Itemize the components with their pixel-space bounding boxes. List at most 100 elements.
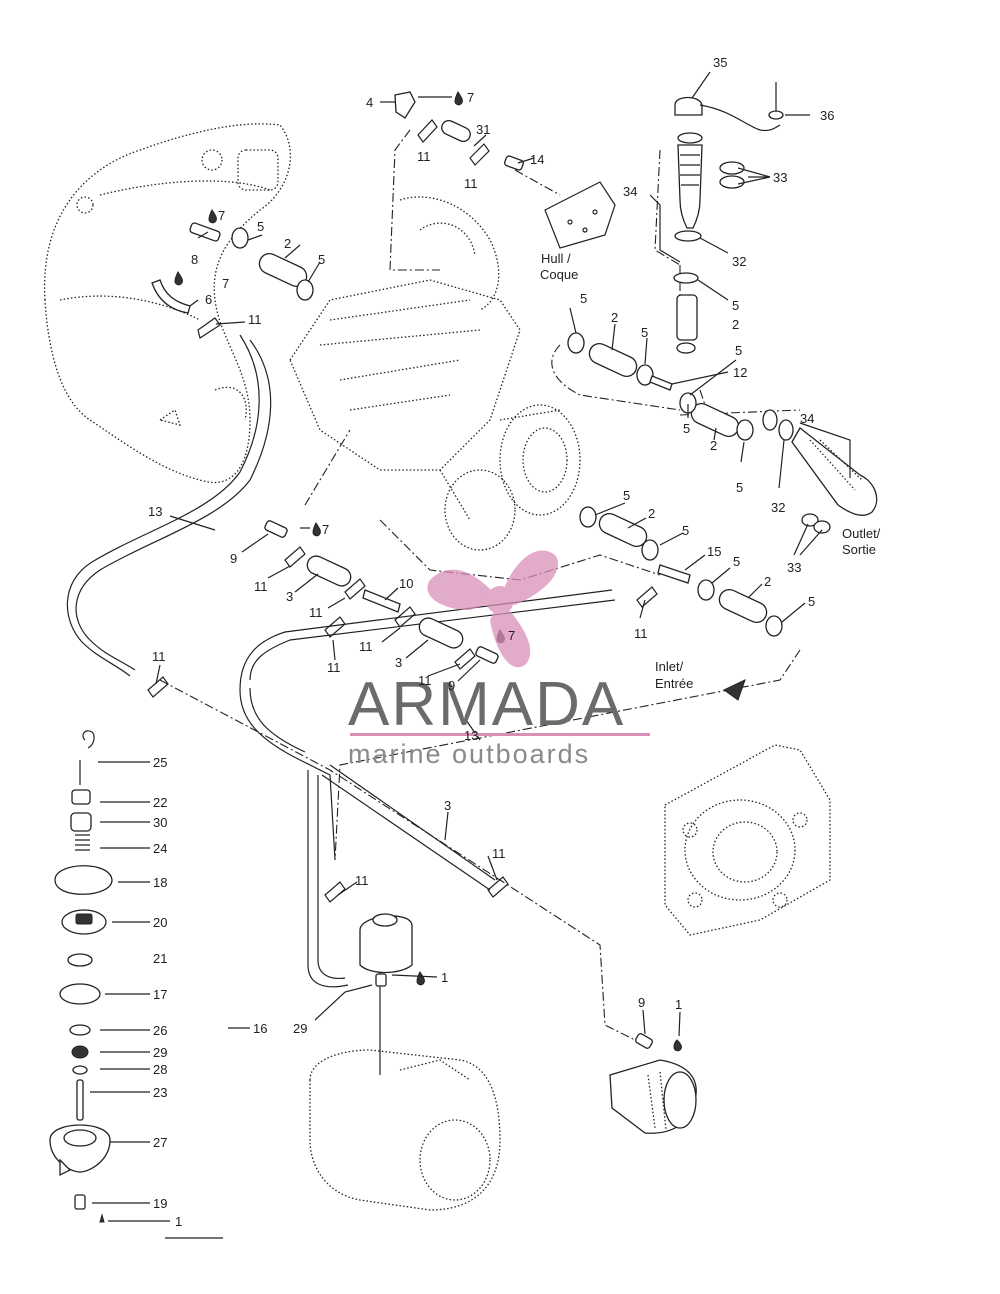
- callout: 34: [800, 411, 814, 426]
- hose-clamps: [231, 227, 783, 637]
- callout: 5: [682, 523, 689, 538]
- callout: 23: [153, 1085, 167, 1100]
- callout: 21: [153, 951, 167, 966]
- callout: 20: [153, 915, 167, 930]
- callout: 25: [153, 755, 167, 770]
- callout: 19: [153, 1196, 167, 1211]
- callout: 4: [366, 95, 373, 110]
- callout: 11: [417, 149, 431, 164]
- hull-label: Hull /: [541, 251, 571, 266]
- callout: 11: [254, 579, 268, 594]
- callout: 5: [257, 219, 264, 234]
- callout: 8: [191, 252, 198, 267]
- callout: 12: [733, 365, 747, 380]
- brand-tagline: marine outboards: [348, 739, 590, 769]
- callout: 11: [464, 176, 478, 191]
- callout: 1: [175, 1214, 182, 1229]
- callout: 11: [355, 873, 369, 888]
- coque-label: Coque: [540, 267, 578, 282]
- callout: 1: [441, 970, 448, 985]
- callout: 32: [771, 500, 785, 515]
- callout: 2: [648, 506, 655, 521]
- callout: 9: [448, 678, 455, 693]
- callout: 5: [733, 554, 740, 569]
- callout: 24: [153, 841, 167, 856]
- callout: 10: [399, 576, 413, 591]
- inlet-label: Inlet/: [655, 659, 684, 674]
- filter-bowl: [359, 913, 413, 1075]
- callout: 11: [309, 605, 323, 620]
- hose-13-centre: [239, 589, 616, 988]
- inlet-direction-arrow: [723, 679, 746, 701]
- callout: 9: [638, 995, 645, 1010]
- callout: 30: [153, 815, 167, 830]
- exhaust-manifold: [43, 123, 292, 484]
- callout: 18: [153, 875, 167, 890]
- callout: 9: [230, 551, 237, 566]
- callout: 11: [248, 312, 262, 327]
- fuel-filter-housing: [309, 1049, 501, 1211]
- propeller-logo: [427, 550, 559, 668]
- callout: 5: [808, 594, 815, 609]
- callout: 2: [764, 574, 771, 589]
- callout: 36: [820, 108, 834, 123]
- outlet-label: Outlet/: [842, 526, 881, 541]
- brand-name: ARMADA: [348, 670, 625, 739]
- hull-fitting-plate: [544, 181, 616, 249]
- callout: 14: [530, 152, 544, 167]
- callout: 28: [153, 1062, 167, 1077]
- callout: 5: [736, 480, 743, 495]
- callout: 11: [418, 673, 432, 688]
- callout: 2: [611, 310, 618, 325]
- spring-clips: [147, 119, 658, 903]
- callout: 3: [395, 655, 402, 670]
- callout: 33: [787, 560, 801, 575]
- callout: 11: [152, 649, 166, 664]
- callout: 34: [623, 184, 637, 199]
- text-labels: Hull / Coque Outlet/ Sortie Inlet/ Entré…: [540, 251, 881, 691]
- bailer-assembly: [674, 82, 784, 242]
- outlet-nozzle: [762, 409, 878, 534]
- brand-rule: [350, 733, 650, 736]
- callout: 11: [327, 660, 341, 675]
- callout: 2: [710, 438, 717, 453]
- callout: 7: [508, 628, 515, 643]
- callout: 29: [153, 1045, 167, 1060]
- callout: 29: [293, 1021, 307, 1036]
- callout: 16: [253, 1021, 267, 1036]
- engine-block: [289, 196, 581, 551]
- callout: 5: [732, 298, 739, 313]
- leader-lines: [90, 71, 851, 1239]
- callout: 22: [153, 795, 167, 810]
- callout: 1: [675, 997, 682, 1012]
- entree-label: Entrée: [655, 676, 693, 691]
- hose-segments: [258, 119, 768, 649]
- callout: 11: [492, 846, 506, 861]
- callout: 26: [153, 1023, 167, 1038]
- callout: 3: [444, 798, 451, 813]
- callout: 2: [284, 236, 291, 251]
- callout: 11: [359, 639, 373, 654]
- callout: 5: [580, 291, 587, 306]
- callout: 27: [153, 1135, 167, 1150]
- callout: 5: [641, 325, 648, 340]
- callout: 2: [732, 317, 739, 332]
- callout: 5: [318, 252, 325, 267]
- sortie-label: Sortie: [842, 542, 876, 557]
- callout: 17: [153, 987, 167, 1002]
- callout: 5: [623, 488, 630, 503]
- callout: 32: [732, 254, 746, 269]
- callout-numbers: 35 36 4 7 31 14 11 11 33 34 32 5 2 5 12 …: [148, 55, 834, 1229]
- callout: 3: [286, 589, 293, 604]
- callout: 6: [205, 292, 212, 307]
- callout: 5: [735, 343, 742, 358]
- callout: 31: [476, 122, 490, 137]
- fuel-filter-stack: [49, 730, 113, 1223]
- callout: 7: [467, 90, 474, 105]
- sealant-drop-icons: [174, 91, 682, 1052]
- callout: 33: [773, 170, 787, 185]
- callout: 7: [218, 208, 225, 223]
- hose-13-loop: [66, 334, 272, 677]
- callout: 11: [634, 626, 648, 641]
